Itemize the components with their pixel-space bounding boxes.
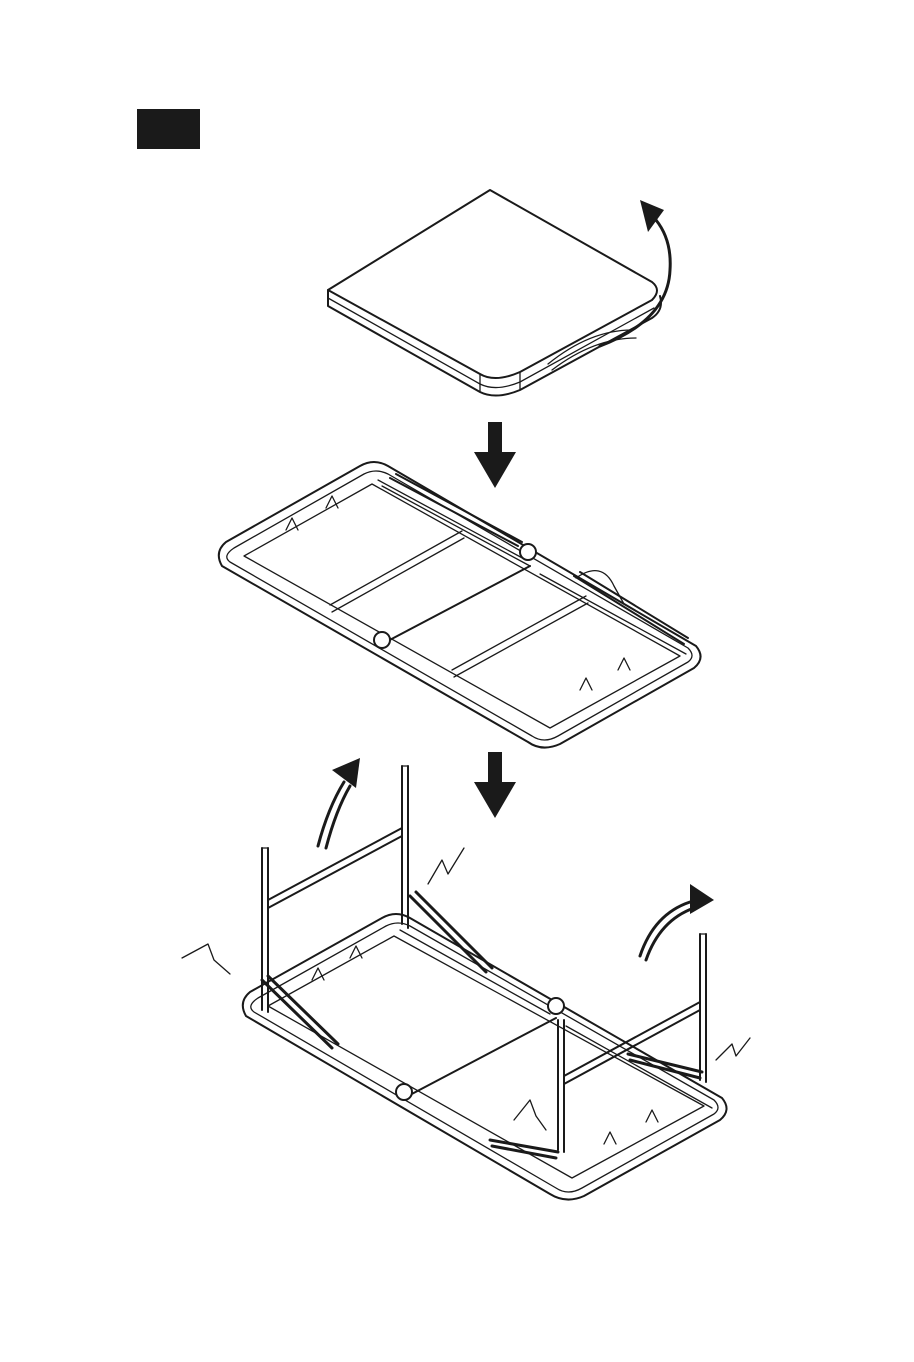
- snap-mark: [182, 944, 230, 974]
- opened-table-underside: [219, 462, 701, 748]
- table-legs-unfolded: [243, 766, 727, 1200]
- snap-mark: [716, 1038, 750, 1060]
- snap-mark: [428, 848, 464, 884]
- down-arrow: [474, 752, 516, 818]
- folded-table: [328, 190, 661, 396]
- leg-rotate-arrow: [640, 884, 714, 960]
- down-arrow: [474, 422, 516, 488]
- leg-rotate-arrow: [318, 758, 360, 848]
